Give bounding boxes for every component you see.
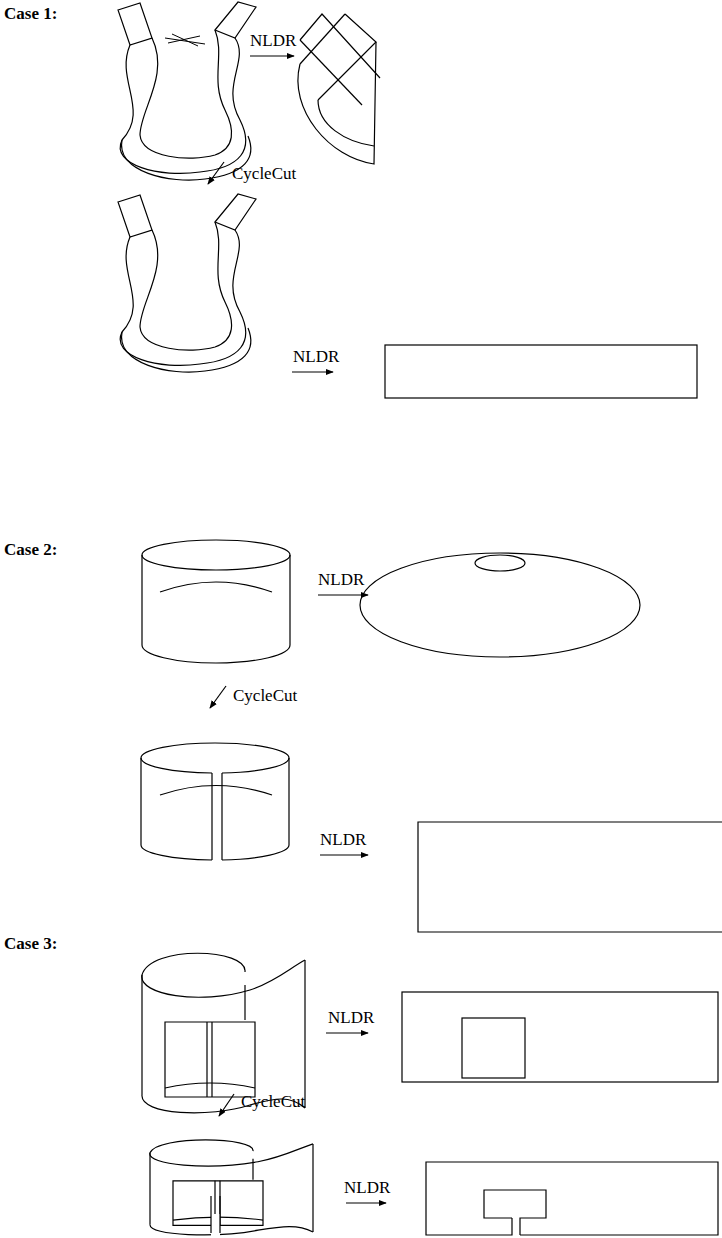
- illustration: [0, 0, 722, 1238]
